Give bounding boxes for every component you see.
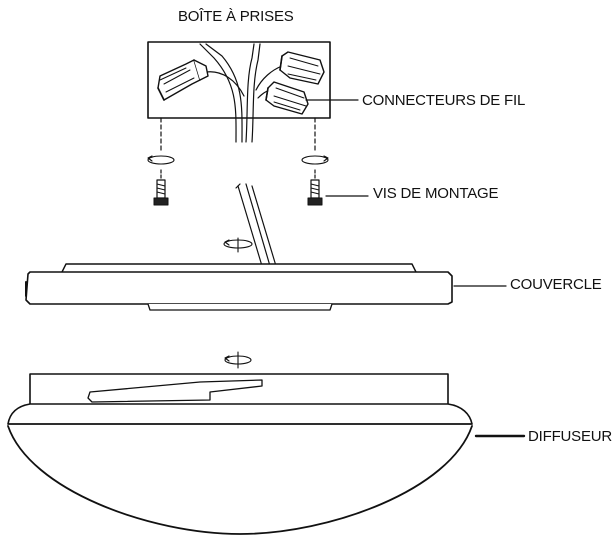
rotation-arrow-icon <box>224 351 252 369</box>
screw-guide-lines <box>160 117 316 151</box>
wire-connector-icon <box>265 81 309 115</box>
wire-connector-icon <box>157 59 209 101</box>
fixture-cable <box>235 183 277 267</box>
screw-icon <box>153 169 169 206</box>
rotation-arrow-icon <box>223 237 253 253</box>
screw-icon <box>307 169 323 206</box>
junction-box-label: BOÎTE À PRISES <box>178 8 294 25</box>
rotation-arrow-icon <box>147 155 175 165</box>
cover <box>25 263 453 311</box>
rotation-arrow-icon <box>301 155 329 165</box>
mounting-screws-label: VIS DE MONTAGE <box>373 185 499 202</box>
wire-connector-icon <box>279 51 325 85</box>
cover-label: COUVERCLE <box>510 276 602 293</box>
diffuser <box>7 373 473 535</box>
diffuser-label: DIFFUSEUR <box>528 428 613 445</box>
wire-connectors-label: CONNECTEURS DE FIL <box>362 92 526 109</box>
